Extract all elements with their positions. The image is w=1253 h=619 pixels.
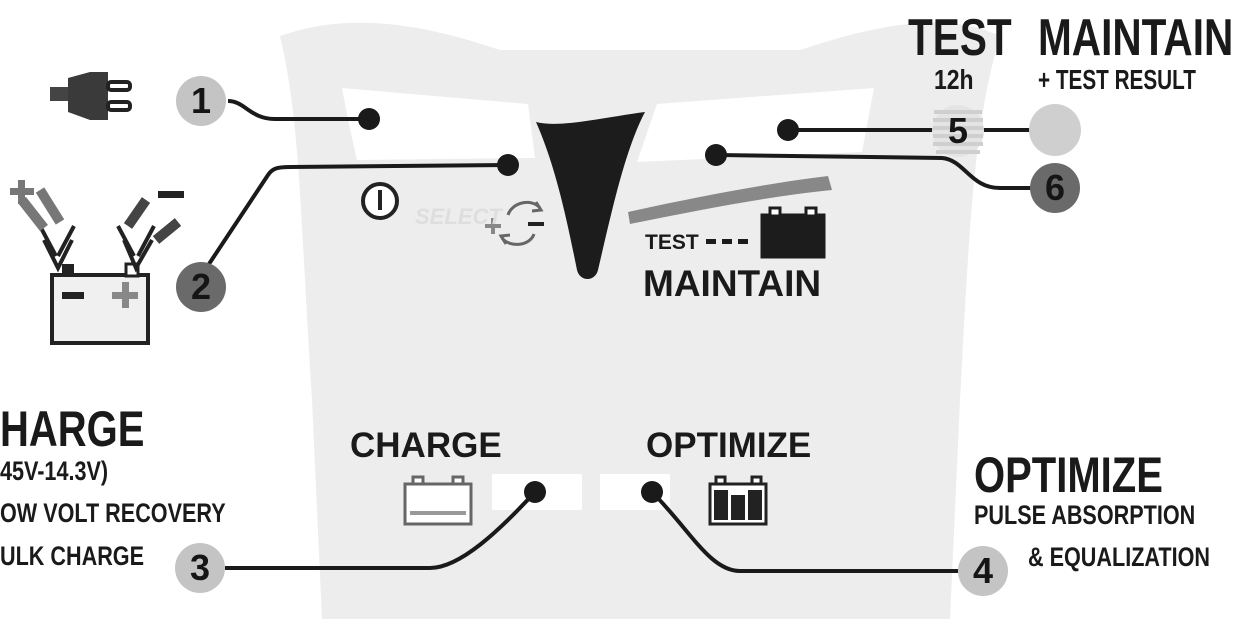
leader-lines — [203, 99, 1040, 573]
dot-4 — [641, 481, 663, 503]
power-button-icon — [361, 182, 399, 220]
battery-icon — [403, 475, 473, 526]
leader-line-4 — [650, 490, 958, 573]
center-v-shape — [536, 112, 645, 279]
badge-3: 3 — [175, 543, 225, 593]
panel-background — [280, 22, 1000, 619]
test-dash-line — [706, 239, 748, 244]
badge-5-stripes — [932, 105, 984, 157]
maintain-battery-icon — [760, 206, 826, 259]
left-info-line2: OW VOLT RECOVERY — [0, 498, 226, 528]
test-heading: TEST — [908, 9, 1012, 67]
maintain-progress-bar — [628, 176, 832, 224]
watermark-text: SELECT — [415, 204, 502, 229]
dot-6 — [705, 144, 727, 166]
battery-optimize-icon — [708, 475, 768, 526]
test-result-label: + TEST RESULT — [1038, 64, 1196, 95]
left-info-line3: ULK CHARGE — [0, 541, 144, 571]
right-info-title: OPTIMIZE — [974, 447, 1163, 503]
right-info-line1: PULSE ABSORPTION — [974, 500, 1196, 530]
left-window — [342, 88, 535, 160]
right-info-line2: & EQUALIZATION — [1028, 542, 1210, 572]
badge-1: 1 — [176, 76, 226, 126]
badge-2: 2 — [176, 262, 226, 312]
dot-1 — [358, 108, 380, 130]
charge-panel-label: CHARGE — [350, 426, 502, 465]
right-window — [637, 88, 874, 162]
test-duration: 12h — [934, 64, 974, 95]
leader-line-1 — [227, 99, 369, 121]
battery-clamps-icon — [10, 180, 184, 345]
charge-cycle-icon — [485, 200, 544, 246]
leader-line-3 — [225, 490, 537, 570]
maintain-panel-label: MAINTAIN — [643, 263, 822, 304]
dot-5 — [777, 119, 799, 141]
test-dash-label: TEST — [645, 231, 699, 254]
left-info-title: HARGE — [0, 401, 145, 457]
power-plug-icon — [50, 72, 132, 120]
leader-line-2 — [203, 163, 509, 272]
badge-6: 6 — [1030, 163, 1080, 213]
dot-3 — [524, 481, 546, 503]
badge-4: 4 — [958, 546, 1008, 596]
maintain-result-indicator — [1029, 104, 1081, 156]
optimize-panel-label: OPTIMIZE — [646, 426, 812, 465]
badge-5: 5 — [947, 110, 969, 151]
indicator-dots — [358, 108, 799, 503]
maintain-heading: MAINTAIN — [1038, 9, 1234, 67]
left-info-voltage: 45V-14.3V) — [0, 456, 109, 486]
dot-2 — [497, 154, 519, 176]
leader-line-6 — [715, 153, 1040, 190]
